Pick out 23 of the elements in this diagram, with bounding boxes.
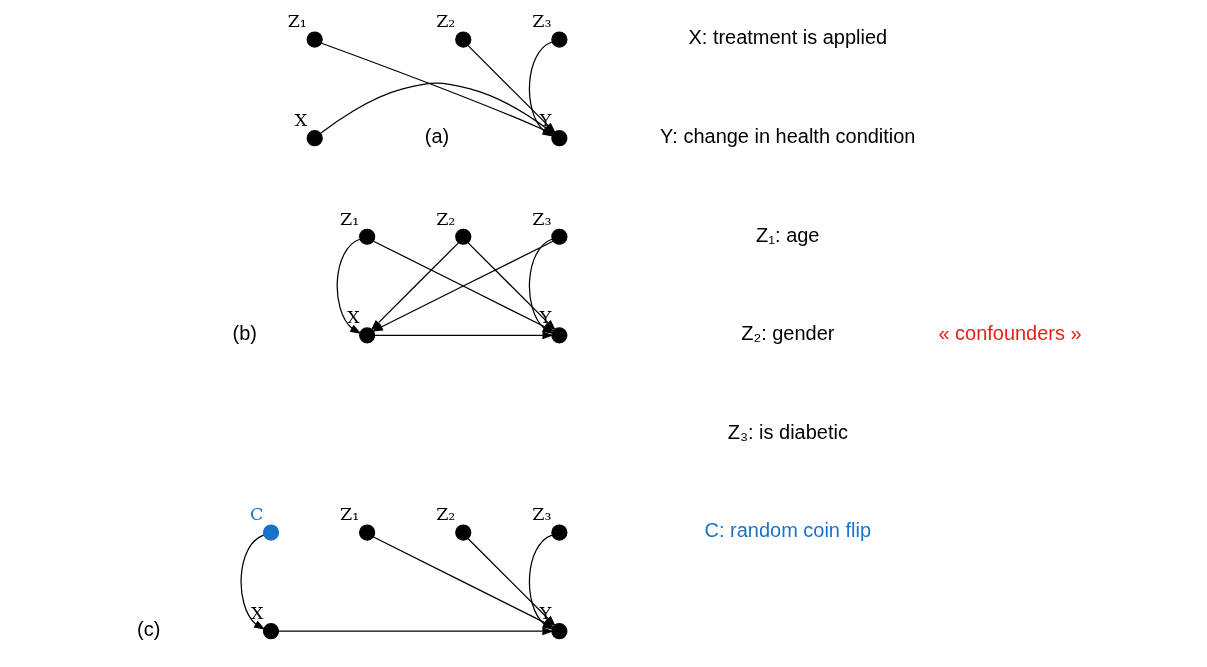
node-label: Z₁ (287, 11, 307, 32)
label: (c) (136, 617, 160, 640)
node-label: Z₃ (531, 208, 551, 229)
node-label: X (294, 109, 307, 130)
node-label: Z₃ (531, 11, 551, 32)
node-label: Z₁ (339, 208, 359, 229)
node-label: Z₃ (531, 504, 551, 525)
label: Y: change in health condition (659, 124, 915, 147)
node-label: Z₁ (339, 504, 359, 525)
node-label: Z₂ (435, 11, 455, 32)
node-label: X (346, 307, 360, 328)
node-label: Z₂ (435, 208, 455, 229)
label: (b) (232, 322, 257, 345)
label: Z₁: age (755, 223, 819, 246)
node-label: C (249, 504, 263, 525)
label: Z₃: is diabetic (727, 420, 848, 443)
label: C: random coin flip (704, 519, 871, 542)
node-label: Z₂ (435, 504, 455, 525)
node-label: X (250, 602, 264, 623)
label: Z₂: gender (740, 322, 834, 345)
label: (a) (424, 124, 449, 147)
label: X: treatment is applied (687, 26, 887, 49)
label: « confounders » (937, 322, 1082, 345)
